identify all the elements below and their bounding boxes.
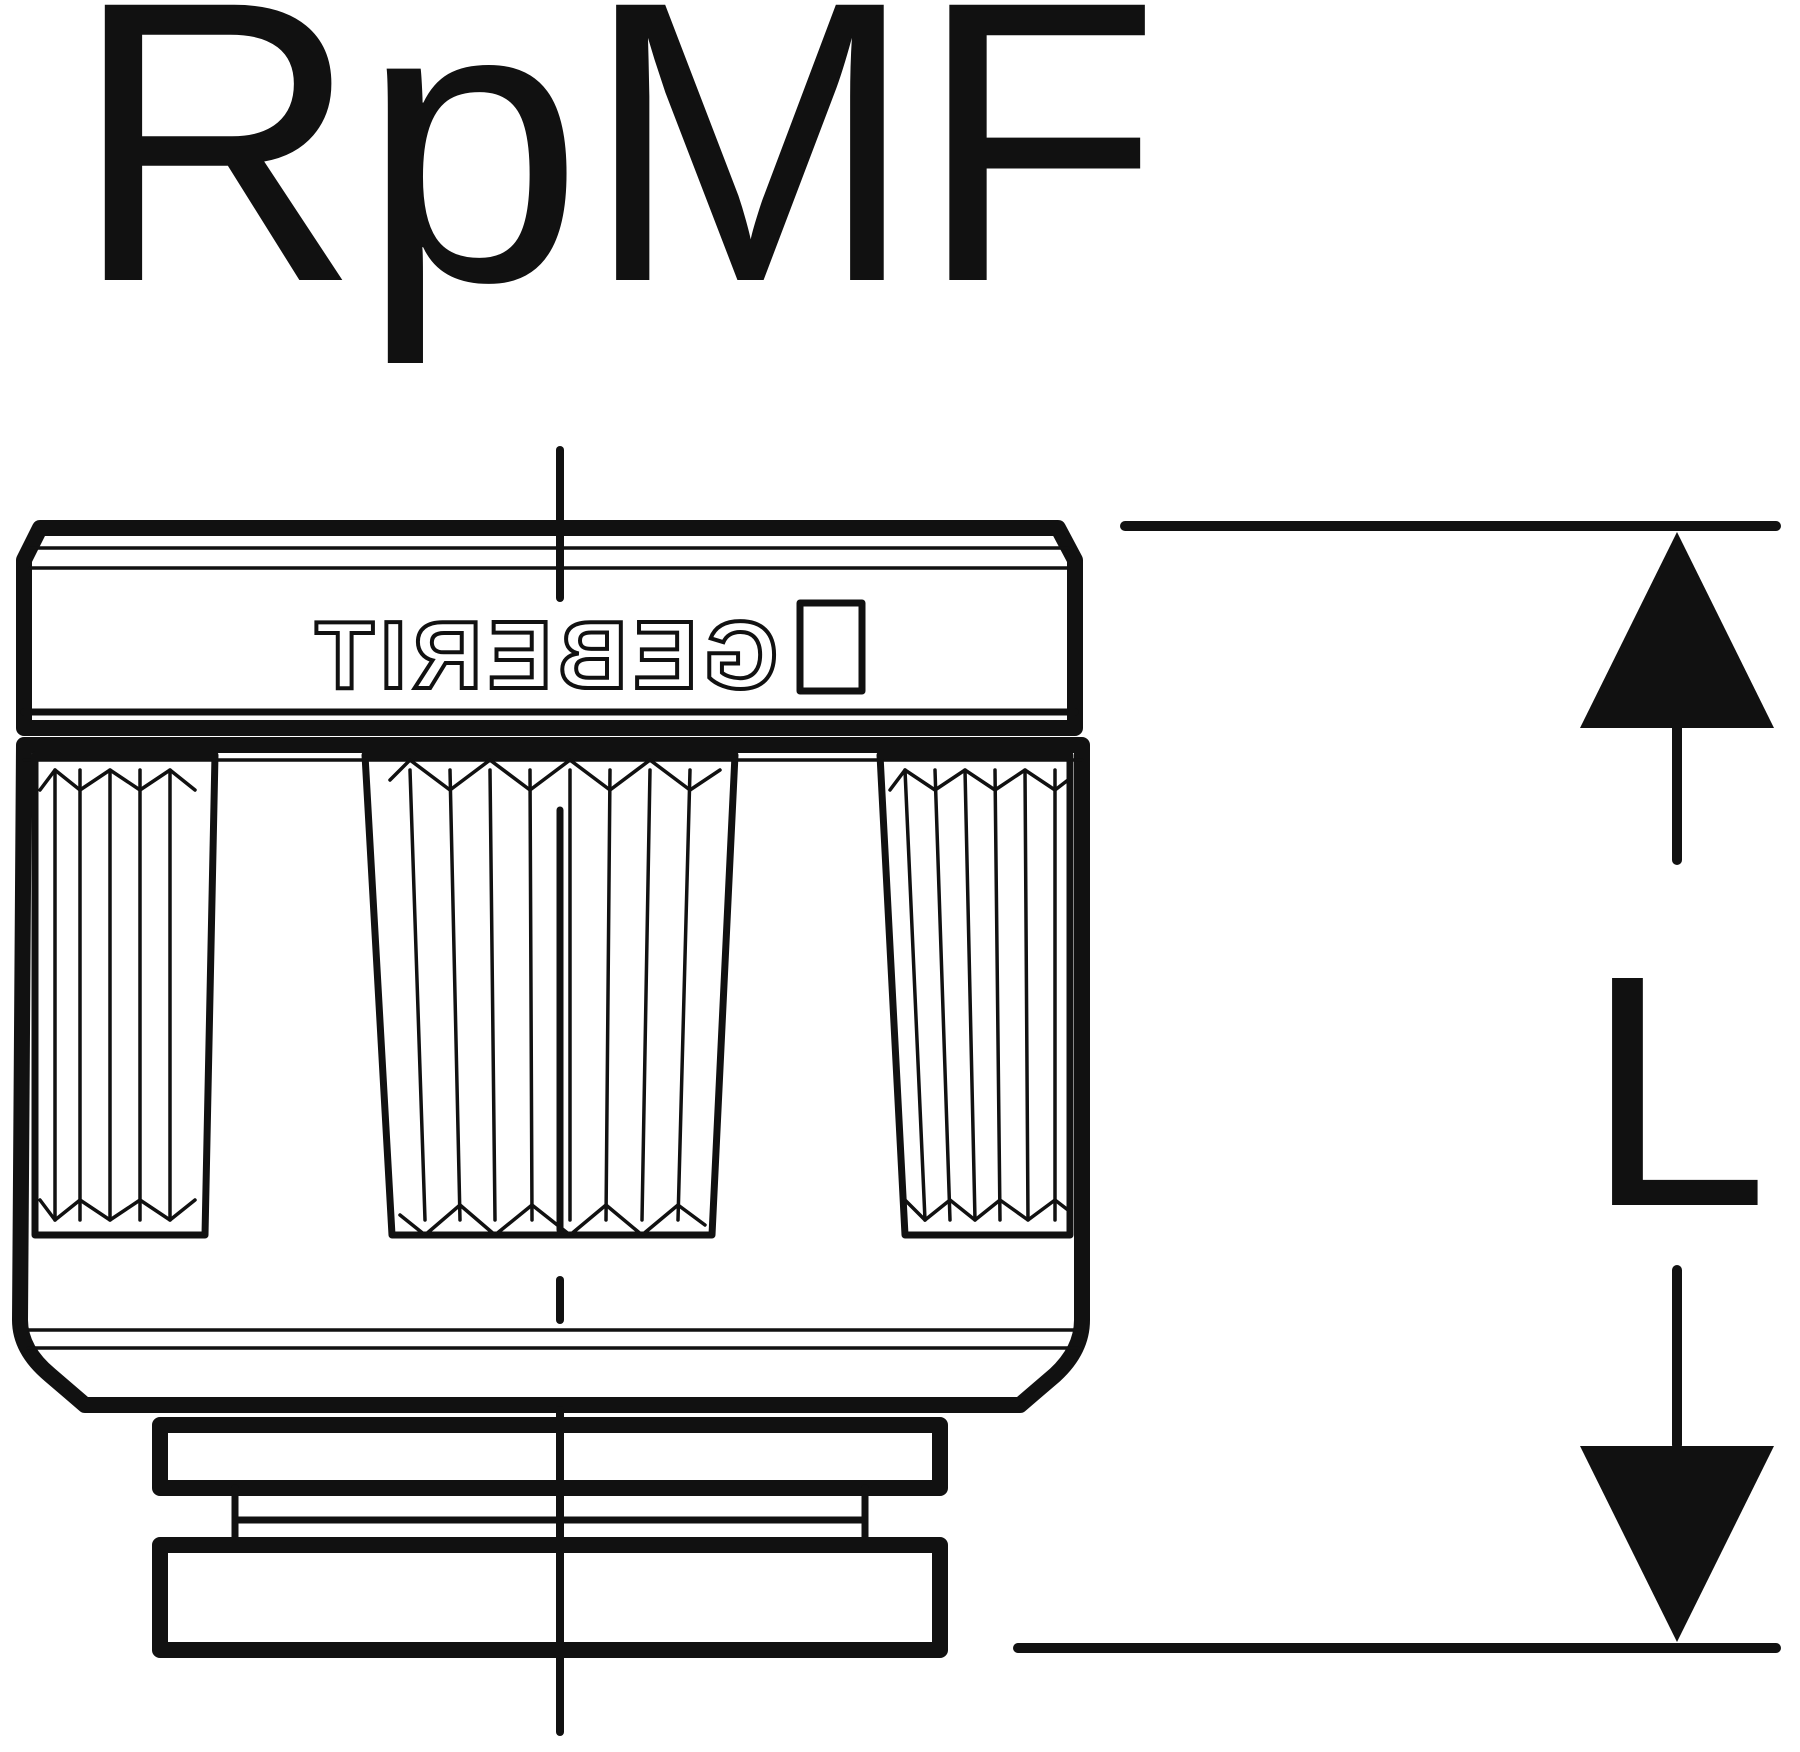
knurl-right [888, 768, 1070, 1222]
knurl-left [38, 768, 197, 1222]
arrow-up-icon [1580, 532, 1774, 728]
brand-logo-square [796, 599, 866, 695]
knurl-center [388, 758, 722, 1237]
fitting-body [12, 520, 1090, 1658]
fitting-title: RpMF [72, 0, 1161, 368]
dimension-label: L [1585, 906, 1769, 1275]
brand-text: GEBERIT [309, 602, 778, 709]
arrow-down-icon [1580, 1446, 1774, 1642]
brand-marking: GEBERIT [307, 599, 866, 711]
dimension-L: L [1013, 521, 1781, 1653]
